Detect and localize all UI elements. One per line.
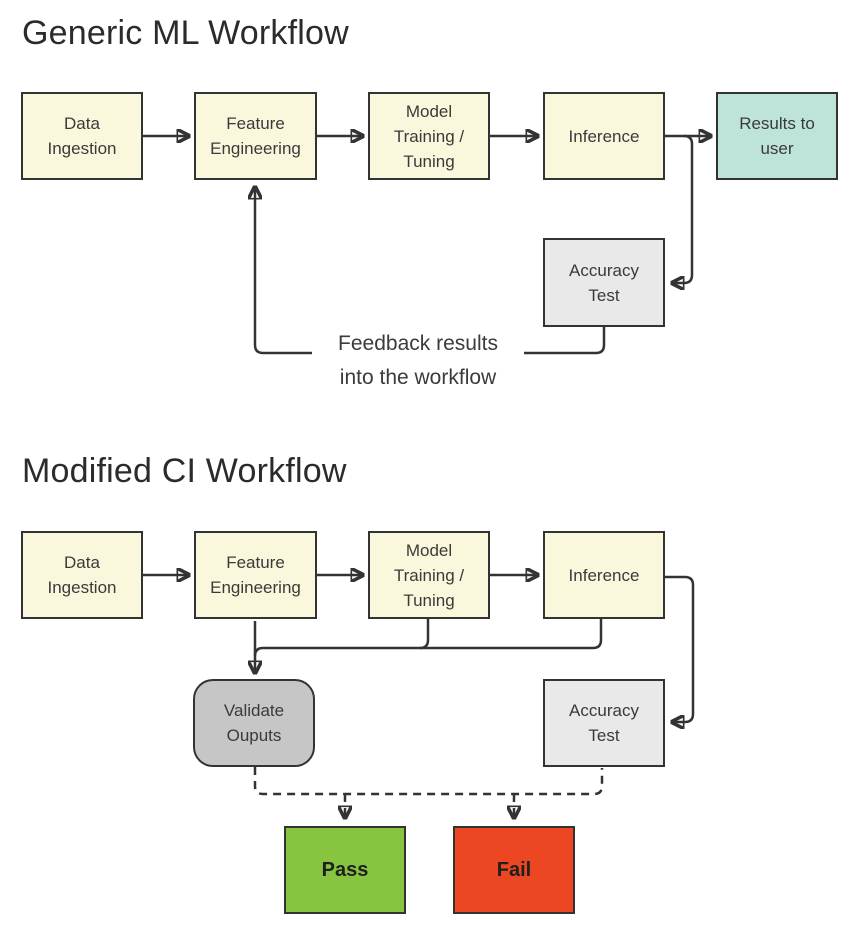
edge-g-accuracy-feedback-right	[524, 327, 606, 355]
feedback-annotation: Feedback results into the workflow	[338, 332, 498, 389]
modified-accuracy-test-node: Accuracy Test	[543, 679, 665, 767]
modified-validate-outputs-node: Validate Ouputs	[193, 679, 315, 767]
modified-data-ingestion-node: Data Ingestion	[21, 531, 143, 619]
modified-fail-node: Fail	[453, 826, 575, 914]
generic-feature-engineering-node: Feature Engineering	[194, 92, 317, 180]
edge-g-feedback-left-fe	[255, 187, 312, 355]
edge-m-inf-collector	[253, 619, 603, 657]
generic-accuracy-test-node: Accuracy Test	[543, 238, 665, 327]
generic-model-training-node: Model Training / Tuning	[368, 92, 490, 180]
edge-m-inf-accuracy	[665, 575, 695, 722]
modified-feature-engineering-node: Feature Engineering	[194, 531, 317, 619]
generic-data-ingestion-node: Data Ingestion	[21, 92, 143, 180]
generic-workflow-title: Generic ML Workflow	[22, 14, 349, 52]
edge-m-dashed-bus	[253, 767, 604, 796]
modified-pass-node: Pass	[284, 826, 406, 914]
generic-inference-node: Inference	[543, 92, 665, 180]
generic-results-to-user-node: Results to user	[716, 92, 838, 180]
edge-m-mt-collector	[419, 619, 430, 650]
modified-model-training-node: Model Training / Tuning	[368, 531, 490, 619]
edge-g-inf-accuracy	[672, 134, 694, 283]
modified-workflow-title: Modified CI Workflow	[22, 452, 347, 490]
modified-inference-node: Inference	[543, 531, 665, 619]
